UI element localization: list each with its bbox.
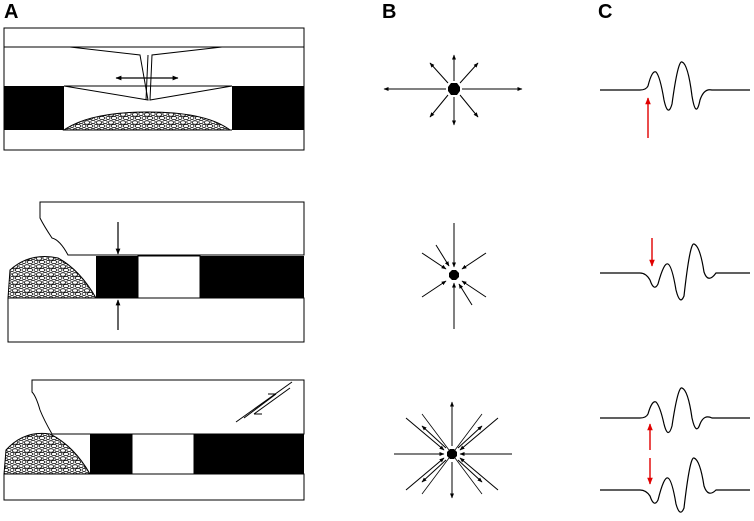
a1-tensile-opening-schematic — [3, 27, 305, 151]
roof-block — [31, 379, 305, 435]
waveform-3b — [600, 457, 750, 513]
pillar-left — [90, 434, 132, 474]
roof-block — [39, 201, 305, 256]
coal-seam-right — [194, 434, 304, 474]
radial-inward-arrows-icon — [421, 223, 487, 329]
panel-label-b: B — [382, 1, 397, 23]
mixed-radial-arrows-icon — [394, 401, 512, 499]
waveform-2 — [600, 243, 750, 301]
a2-compression-schematic — [7, 201, 305, 343]
panel-label-c: C — [598, 1, 613, 23]
gob-mound — [3, 432, 91, 475]
a3-shear-schematic — [3, 379, 305, 501]
shear-sense-icon — [235, 381, 293, 423]
coal-seam-right — [232, 86, 304, 130]
gob-mound — [62, 111, 232, 131]
opening-gap — [137, 255, 201, 299]
pillar-left — [96, 256, 138, 298]
waveform-3a — [600, 387, 750, 434]
panel-label-a: A — [4, 1, 19, 23]
waveform-1 — [600, 61, 750, 111]
opening-gap — [131, 433, 195, 475]
coal-seam-right — [200, 256, 304, 298]
coal-seam-left — [4, 86, 64, 130]
radial-outward-arrows-icon — [383, 54, 523, 126]
gob-mound — [7, 256, 97, 299]
